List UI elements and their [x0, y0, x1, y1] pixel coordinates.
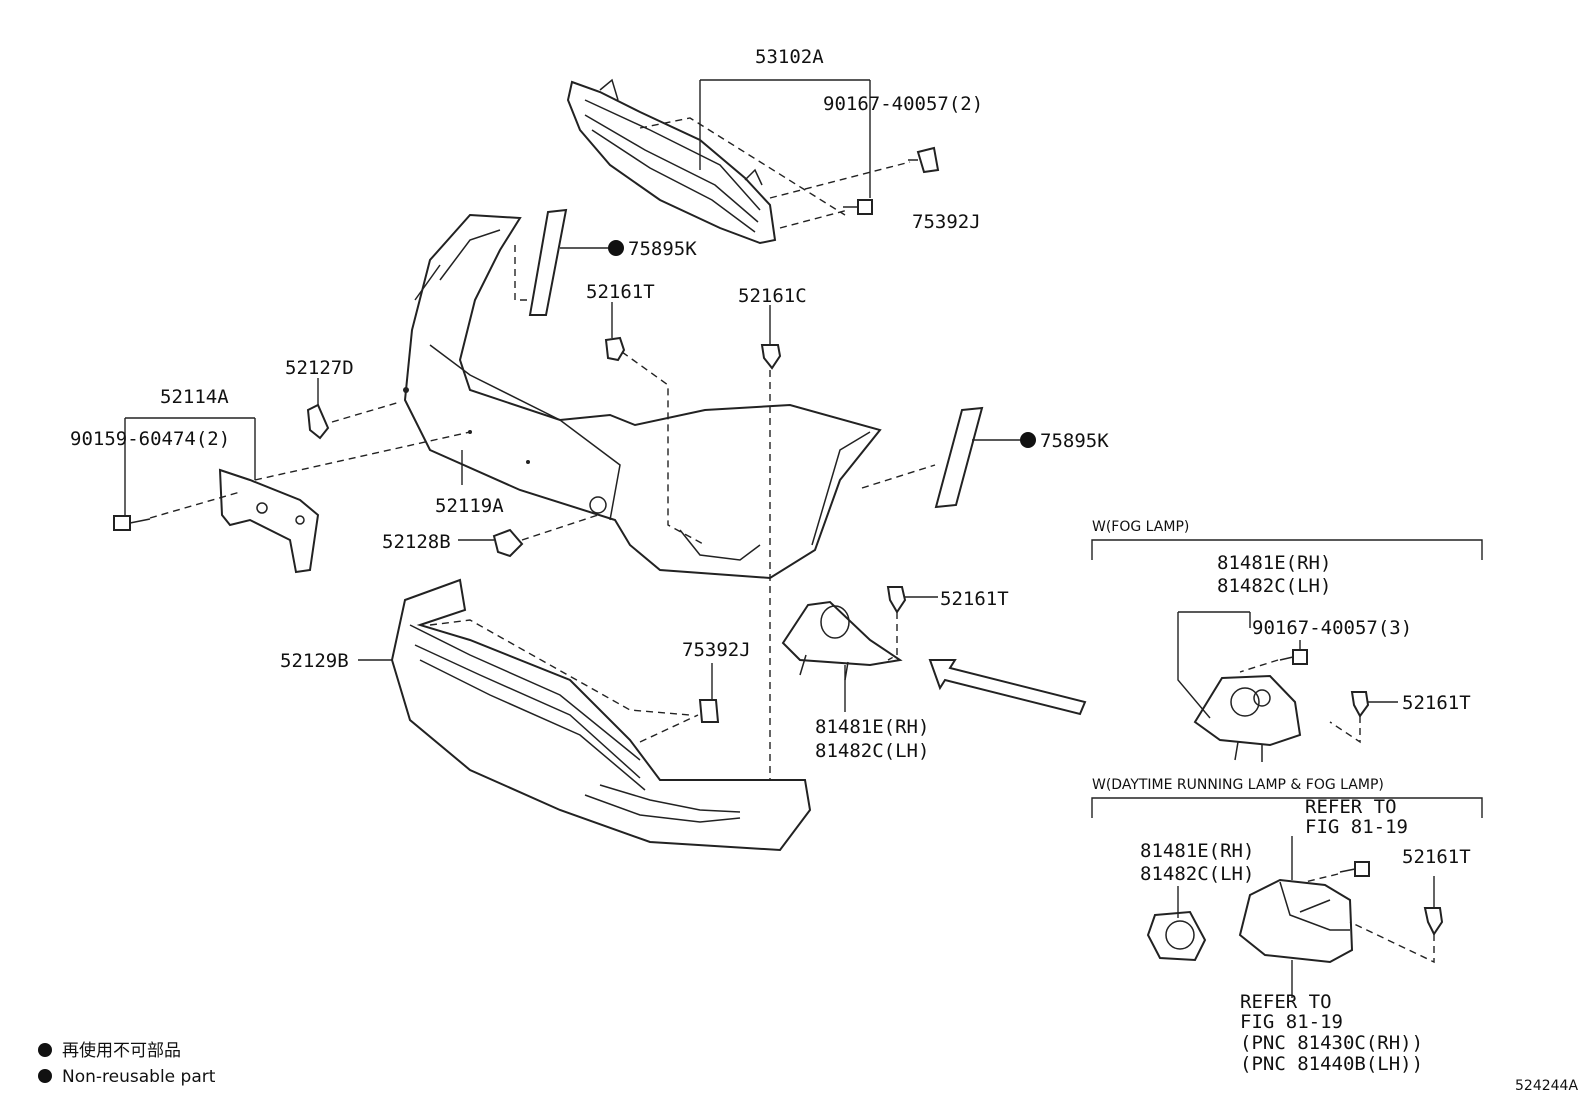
label-52119a: 52119A — [435, 495, 504, 517]
drl-box-dash-clip — [1349, 921, 1435, 964]
grille-clip-icon — [908, 146, 940, 174]
bracket-screw-icon — [113, 515, 151, 531]
cover-52127d — [306, 403, 330, 440]
clip-52161t-top — [604, 336, 626, 362]
drl-box-title: W(DAYTIME RUNNING LAMP & FOG LAMP) — [1092, 777, 1384, 793]
clip-52161t-mid — [886, 586, 907, 614]
fog-box-dash-screw — [1239, 659, 1279, 673]
drl-box-refer2: REFER TO — [1240, 991, 1332, 1013]
view-arrow — [928, 659, 1087, 716]
drl-box-pnc-rh: (PNC 81430C(RH)) — [1240, 1032, 1423, 1054]
legend-dot-jp — [38, 1043, 52, 1057]
legend-en: Non-reusable part — [62, 1067, 216, 1087]
fog-box-dash-clip — [1329, 716, 1361, 744]
drl-box-part-rh: 81481E(RH) — [1140, 840, 1254, 862]
drl-box-refer1: REFER TO — [1305, 796, 1397, 818]
lower-clip-icon — [698, 699, 720, 723]
fog-box-bracket — [1091, 539, 1483, 560]
bumper-cover — [403, 213, 882, 580]
upper-grille — [566, 78, 777, 245]
label-52127d: 52127D — [285, 357, 354, 379]
figure-id: 524244A — [1515, 1078, 1578, 1094]
dash-grille-screw — [639, 117, 846, 216]
drl-box-housing — [1238, 878, 1354, 964]
fog-box-clip-icon — [1350, 691, 1370, 718]
fog-box-part-lh: 81482C(LH) — [1217, 575, 1331, 597]
label-52114a: 52114A — [160, 386, 229, 408]
fog-box-screw-icon — [1279, 649, 1308, 665]
dash-grille-screw2 — [779, 209, 849, 229]
label-52161t-top: 52161T — [586, 281, 655, 303]
label-75895k-right: 75895K — [1040, 430, 1109, 452]
label-81481e-center: 81481E(RH) — [815, 716, 929, 738]
fog-box-cover — [1193, 674, 1302, 762]
drl-box-pnc-lh: (PNC 81440B(LH)) — [1240, 1053, 1423, 1075]
drl-box-part-lh: 81482C(LH) — [1140, 863, 1254, 885]
fog-box-part-rh: 81481E(RH) — [1217, 552, 1331, 574]
non-reusable-dot-left — [608, 240, 624, 256]
dash-tape-right — [861, 464, 936, 489]
fog-box-leader-part — [1177, 611, 1251, 719]
fog-cover-center — [781, 600, 903, 681]
dash-bracket-bumper — [254, 431, 471, 481]
drl-box-clip: 52161T — [1402, 846, 1471, 868]
label-52161t-mid: 52161T — [940, 588, 1009, 610]
label-52161c: 52161C — [738, 285, 807, 307]
lower-grille-52129b — [390, 578, 812, 852]
dash-grille-clip — [769, 161, 911, 199]
drl-box-dash-screw — [1304, 873, 1339, 883]
dash-52127d — [331, 401, 401, 423]
bracket-52114a — [218, 468, 320, 574]
drl-box-screw-icon — [1339, 861, 1370, 877]
drl-box-fig2: FIG 81-19 — [1240, 1011, 1343, 1033]
drl-box-bezel — [1146, 910, 1207, 962]
label-52128b: 52128B — [382, 531, 451, 553]
drl-box-fig1: FIG 81-19 — [1305, 816, 1408, 838]
label-75392j-top: 75392J — [912, 211, 981, 233]
label-90159: 90159-60474(2) — [70, 428, 230, 450]
fog-box-clip: 52161T — [1402, 692, 1471, 714]
grille-screw-icon — [843, 199, 873, 215]
dash-bracket-screw — [149, 491, 241, 519]
tape-right — [934, 406, 984, 509]
tape-left — [528, 208, 568, 316]
non-reusable-dot-right — [1020, 432, 1036, 448]
dash-52128b — [521, 514, 599, 541]
dash-52161t-mid — [887, 612, 898, 661]
fog-box-screw: 90167-40057(3) — [1252, 617, 1412, 639]
dash-lower-clip — [639, 714, 699, 743]
fog-box-title: W(FOG LAMP) — [1092, 519, 1189, 535]
label-81482c-center: 81482C(LH) — [815, 740, 929, 762]
label-52129b: 52129B — [280, 650, 349, 672]
label-75895k-left: 75895K — [628, 238, 697, 260]
dash-tape-left — [514, 245, 530, 301]
label-53102a: 53102A — [755, 46, 824, 68]
drl-box-bracket — [1091, 797, 1483, 818]
legend-dot-en — [38, 1069, 52, 1083]
cap-52128b — [492, 528, 524, 558]
drl-box-clip-icon — [1423, 907, 1444, 936]
leader-52114a — [124, 417, 256, 515]
clip-52161c — [760, 344, 782, 370]
dash-52161t-top — [621, 351, 706, 546]
label-75392j-lower: 75392J — [682, 639, 751, 661]
dash-lower-grille — [429, 619, 691, 716]
label-90167-grille: 90167-40057(2) — [823, 93, 983, 115]
legend-jp: 再使用不可部品 — [62, 1040, 181, 1061]
